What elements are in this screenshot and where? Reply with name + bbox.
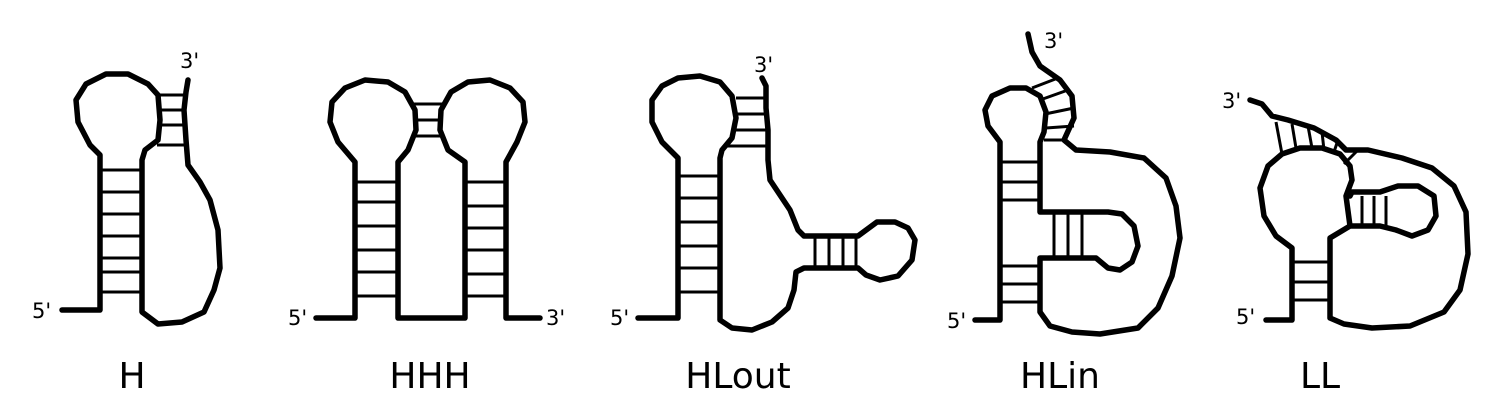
hlin-five-prime-label: 5' (947, 309, 966, 333)
ll-base-pairs (1274, 121, 1388, 302)
ll-strand (1247, 97, 1471, 331)
ll-caption: LL (1300, 356, 1340, 397)
ll-five-prime-label: 5' (1236, 305, 1255, 329)
hhh-caption-text: HHH (389, 356, 470, 397)
hlout-three-prime-label: 3' (754, 53, 773, 77)
structure-h: 5' 3' H (32, 49, 223, 397)
h-five-prime-label: 5' (32, 299, 51, 323)
hlin-base-pairs (1000, 76, 1084, 304)
ll-three-prime-label: 3' (1222, 89, 1241, 113)
hhh-strand (313, 77, 543, 321)
h-caption: H (118, 356, 145, 397)
hhh-three-prime-label: 3' (546, 306, 565, 330)
hlin-caption: HLin (1020, 356, 1100, 397)
structure-hhh: 5' 3' HHH (288, 77, 565, 397)
hlout-five-prime-label: 5' (610, 306, 629, 330)
hlin-strand (972, 31, 1183, 337)
structure-hlout: 5' 3' HLout (610, 53, 918, 397)
structure-hlin: 5' 3' HLin (947, 29, 1183, 397)
hlout-caption: HLout (685, 356, 790, 397)
structure-ll: 5' 3' LL (1222, 89, 1471, 397)
hhh-five-prime-label: 5' (288, 306, 307, 330)
hlout-base-pairs (678, 96, 858, 294)
hhh-base-pairs (355, 102, 506, 298)
h-three-prime-label: 3' (180, 49, 199, 73)
hlin-three-prime-label: 3' (1044, 29, 1063, 53)
hlout-strand (635, 73, 918, 333)
h-strand (59, 71, 223, 327)
h-base-pairs (100, 93, 186, 294)
